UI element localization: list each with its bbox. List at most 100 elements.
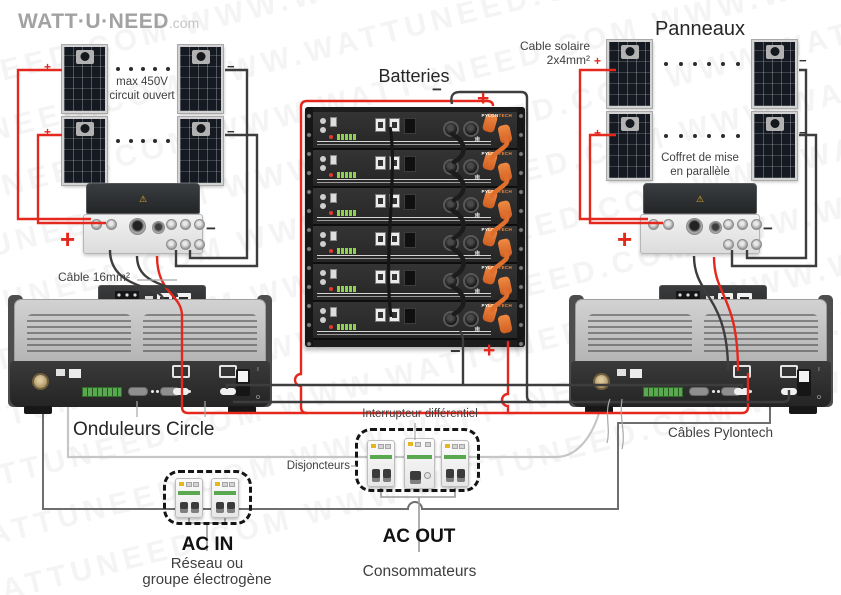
battery-module: ❄ PYLONTECH	[313, 150, 517, 188]
panel-junction-box	[765, 117, 784, 131]
panel-junction-box	[620, 45, 639, 59]
module-switch	[330, 231, 337, 241]
solar-panel	[607, 40, 652, 108]
cable-gland	[180, 219, 191, 230]
negative-terminal	[463, 311, 479, 327]
breaker	[211, 478, 239, 518]
cable-gland	[686, 218, 703, 235]
solar-panel	[178, 45, 223, 113]
battery-brand: PYLONTECH	[481, 227, 512, 232]
vent-dot	[320, 118, 326, 124]
vent-dot	[320, 241, 326, 247]
battery-module: ❄ PYLONTECH	[313, 112, 517, 150]
inverter-port-band: I O	[10, 361, 270, 407]
battery-brand: PYLONTECH	[481, 151, 512, 156]
port-dot	[712, 390, 715, 393]
inverter-foot	[789, 406, 817, 414]
battery-module: ❄ PYLONTECH	[313, 264, 517, 302]
cable-gland	[194, 219, 205, 230]
snowflake-icon: ❄	[474, 173, 481, 182]
inverter-foot	[228, 406, 256, 414]
cable-gland	[166, 239, 177, 250]
negative-terminal	[463, 121, 479, 137]
negative-terminal	[463, 197, 479, 213]
console-port	[375, 156, 386, 170]
dc-positive-wires	[16, 68, 750, 415]
mini-port	[630, 369, 642, 378]
differential-breaker	[404, 438, 435, 489]
battery-brand: PYLONTECH	[481, 303, 512, 308]
battery-stack: ❄ PYLONTECH ❄ PYLONTECH	[313, 112, 517, 340]
dsub-connector	[128, 387, 148, 396]
breaker	[175, 478, 203, 518]
snowflake-icon: ❄	[474, 325, 481, 334]
cable-gland	[91, 219, 102, 230]
panel-junction-box	[620, 117, 639, 131]
panel-junction-box	[191, 122, 210, 136]
snowflake-icon: ❄	[474, 287, 481, 296]
rack-rail	[517, 107, 525, 347]
warning-icon: ⚠	[695, 194, 705, 204]
console-port	[375, 270, 386, 284]
combiner-box-right: ⚠	[640, 183, 762, 254]
vent-grille	[704, 314, 818, 356]
ac-in-wire	[42, 398, 771, 510]
module-separator	[317, 255, 491, 256]
link-port	[389, 194, 400, 208]
breaker-bus-wires	[188, 488, 456, 552]
solar-panel	[752, 112, 797, 180]
breaker	[367, 440, 395, 487]
module-switch	[330, 269, 337, 279]
status-led-red	[329, 211, 333, 215]
battery-module: ❄ PYLONTECH	[313, 188, 517, 226]
port-dot	[156, 390, 159, 393]
dsub-connector	[689, 387, 709, 396]
cable-gland	[751, 239, 762, 250]
cable-gland	[194, 239, 205, 250]
module-separator	[317, 331, 491, 332]
inverter-face	[575, 299, 827, 365]
string-dots	[654, 133, 750, 139]
power-switch	[236, 369, 250, 396]
leader-lines	[136, 279, 624, 467]
panel-junction-box	[75, 122, 94, 136]
solar-panel	[62, 45, 107, 113]
vent-grille	[27, 314, 131, 356]
status-led-red	[329, 287, 333, 291]
combiner-face	[83, 214, 205, 254]
cable-gland	[663, 219, 674, 230]
cable-gland	[166, 219, 177, 230]
mini-port	[617, 369, 626, 376]
string-dots	[108, 138, 178, 144]
panel-junction-box	[765, 45, 784, 59]
vent-dot	[320, 279, 326, 285]
cable-gland	[737, 219, 748, 230]
switch-on-mark: I	[818, 367, 820, 373]
port-dot	[717, 390, 720, 393]
negative-terminal	[463, 235, 479, 251]
combiner-lid: ⚠	[643, 183, 757, 214]
black-jumper-cables	[449, 131, 466, 317]
status-led-red	[329, 325, 333, 329]
battery-port	[733, 365, 751, 378]
vent-dot	[320, 232, 326, 238]
connector-block	[404, 156, 416, 172]
snowflake-icon: ❄	[474, 135, 481, 144]
cable-gland	[709, 221, 722, 234]
dashed-zone-ac-out	[355, 428, 480, 492]
module-switch	[330, 307, 337, 317]
cable-gland	[152, 221, 165, 234]
connector-block	[404, 194, 416, 210]
breaker	[441, 440, 469, 487]
inverter-left: I O	[8, 283, 272, 414]
negative-terminal	[463, 273, 479, 289]
terminal-port	[220, 388, 236, 395]
battery-brand: PYLONTECH	[481, 113, 512, 118]
cable-gland	[648, 219, 659, 230]
console-port	[375, 232, 386, 246]
solar-panel	[178, 117, 223, 185]
port-dot	[151, 390, 154, 393]
combiner-lid: ⚠	[86, 183, 200, 214]
port-dot	[749, 390, 752, 393]
